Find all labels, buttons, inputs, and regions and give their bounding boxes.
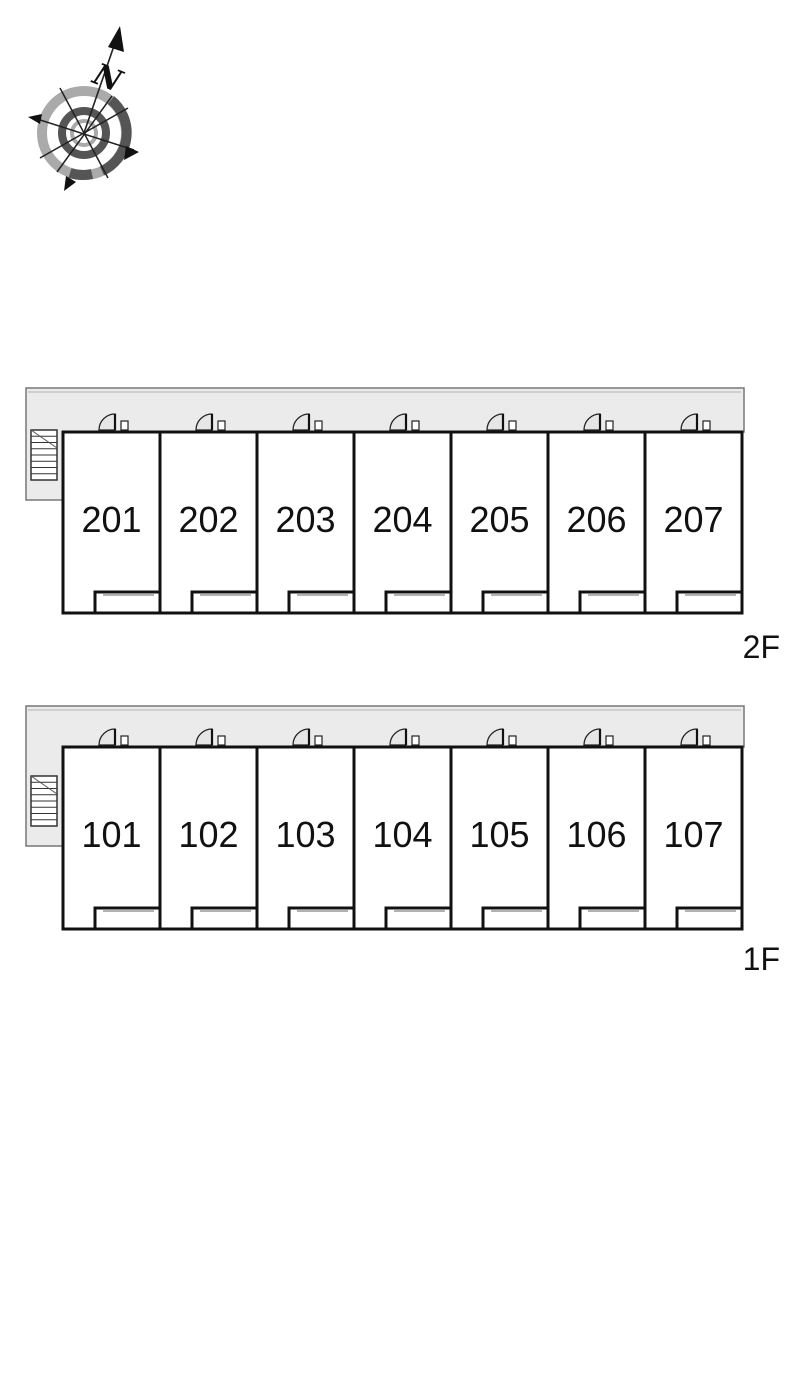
unit-104: 104 — [352, 728, 453, 931]
entrance-door-icon — [486, 728, 517, 746]
entrance-door-icon — [583, 728, 614, 746]
unit-number-label: 104 — [372, 814, 432, 855]
unit-107: 107 — [643, 728, 744, 931]
entrance-door-icon — [583, 413, 614, 431]
unit-number-label: 202 — [178, 499, 238, 540]
unit-105: 105 — [449, 728, 550, 931]
unit-outline — [158, 430, 259, 615]
floor-1f: 101 102 103 104 105 106 107 1F — [25, 705, 780, 977]
unit-outline — [255, 745, 356, 931]
unit-202: 202 — [158, 413, 259, 615]
unit-205: 205 — [449, 413, 550, 615]
entrance-door-icon — [389, 728, 420, 746]
unit-outline — [449, 430, 550, 615]
balcony — [190, 590, 257, 613]
balcony — [190, 906, 257, 929]
entrance-door-icon — [292, 413, 323, 431]
floor-label: 1F — [743, 941, 780, 977]
balcony — [675, 906, 742, 929]
entrance-door-icon — [680, 413, 711, 431]
balcony — [675, 590, 742, 613]
unit-outline — [546, 430, 647, 615]
balcony — [578, 590, 645, 613]
unit-number-label: 107 — [663, 814, 723, 855]
unit-outline — [546, 745, 647, 931]
unit-201: 201 — [61, 413, 162, 615]
balcony — [384, 590, 451, 613]
corridor-edge — [28, 391, 741, 393]
unit-outline — [643, 745, 744, 931]
balcony — [481, 590, 548, 613]
entrance-door-icon — [195, 728, 226, 746]
unit-207: 207 — [643, 413, 744, 615]
entrance-door-icon — [98, 728, 129, 746]
balcony — [481, 906, 548, 929]
balcony — [287, 590, 354, 613]
unit-number-label: 101 — [81, 814, 141, 855]
unit-outline — [255, 430, 356, 615]
balcony — [93, 906, 160, 929]
balcony — [578, 906, 645, 929]
unit-101: 101 — [61, 728, 162, 931]
unit-number-label: 207 — [663, 499, 723, 540]
unit-206: 206 — [546, 413, 647, 615]
entrance-door-icon — [389, 413, 420, 431]
stairs-icon — [30, 775, 58, 827]
unit-outline — [61, 745, 162, 931]
entrance-door-icon — [486, 413, 517, 431]
unit-outline — [352, 430, 453, 615]
unit-103: 103 — [255, 728, 356, 931]
entrance-door-icon — [98, 413, 129, 431]
floor-2f: 201 202 203 204 205 206 207 2F — [25, 387, 780, 665]
unit-outline — [643, 430, 744, 615]
stairs-icon — [30, 429, 58, 481]
unit-outline — [158, 745, 259, 931]
corridor-edge — [28, 709, 741, 711]
unit-number-label: 201 — [81, 499, 141, 540]
unit-106: 106 — [546, 728, 647, 931]
entrance-door-icon — [292, 728, 323, 746]
entrance-door-icon — [680, 728, 711, 746]
balcony — [384, 906, 451, 929]
unit-outline — [352, 745, 453, 931]
unit-203: 203 — [255, 413, 356, 615]
unit-number-label: 206 — [566, 499, 626, 540]
unit-number-label: 204 — [372, 499, 432, 540]
balcony — [93, 590, 160, 613]
unit-number-label: 205 — [469, 499, 529, 540]
floor-label: 2F — [743, 629, 780, 665]
unit-102: 102 — [158, 728, 259, 931]
unit-number-label: 203 — [275, 499, 335, 540]
unit-number-label: 102 — [178, 814, 238, 855]
compass-rose-icon: N — [28, 26, 139, 191]
entrance-door-icon — [195, 413, 226, 431]
unit-204: 204 — [352, 413, 453, 615]
balcony — [287, 906, 354, 929]
unit-number-label: 103 — [275, 814, 335, 855]
unit-number-label: 106 — [566, 814, 626, 855]
unit-number-label: 105 — [469, 814, 529, 855]
